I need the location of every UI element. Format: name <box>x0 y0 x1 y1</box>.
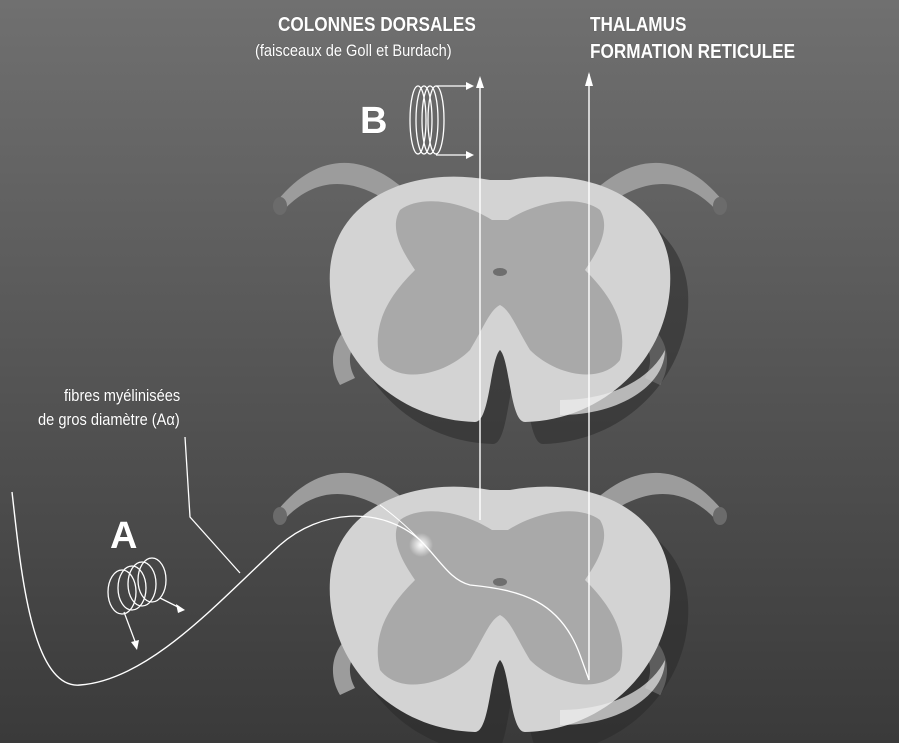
fibres-label-line1: fibres myélinisées <box>64 386 180 406</box>
dorsal-columns-subtitle: (faisceaux de Goll et Burdach) <box>255 41 452 61</box>
fibres-label-line2: de gros diamètre (Aα) <box>38 410 180 430</box>
label-a: A <box>110 515 137 558</box>
reticular-formation-label: FORMATION RETICULEE <box>590 41 795 64</box>
dorsal-columns-title: COLONNES DORSALES <box>278 14 476 37</box>
label-b: B <box>360 100 387 143</box>
thalamus-label: THALAMUS <box>590 14 687 37</box>
